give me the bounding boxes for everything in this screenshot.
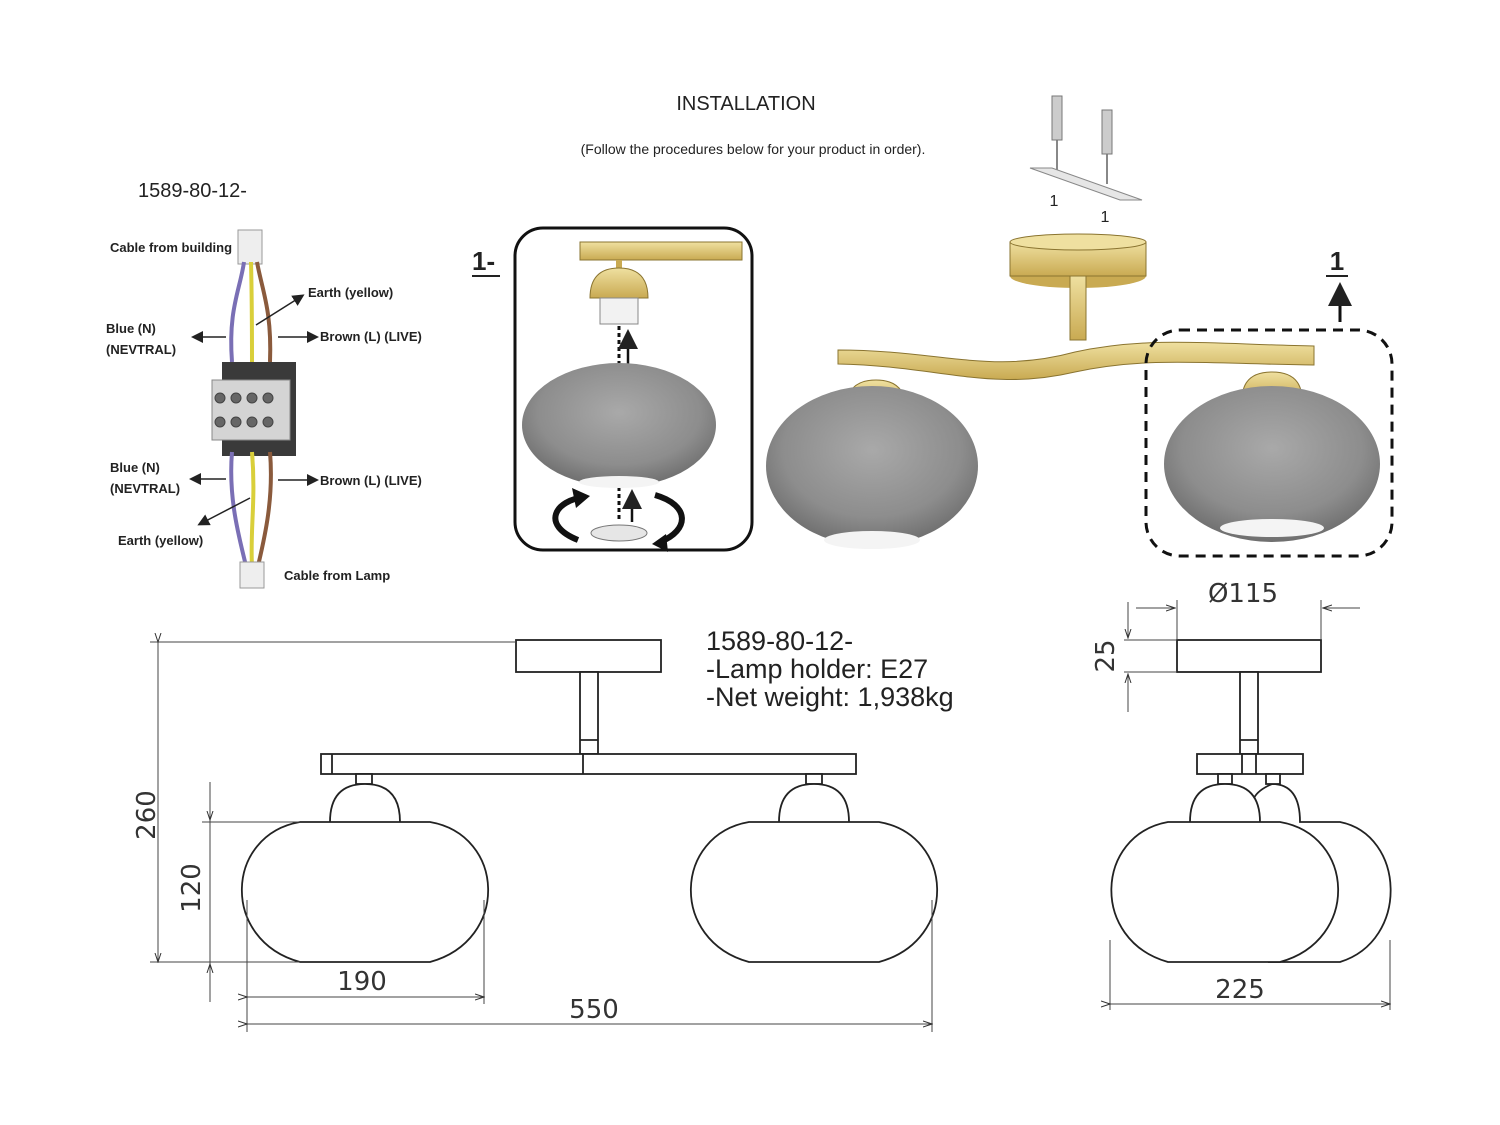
front-canopy [515, 639, 662, 673]
dim-canopy-height: 25 [1091, 639, 1121, 672]
wiring-diagram: 1589-80-12- Cable from building Earth (y… [106, 180, 422, 589]
page-title: INSTALLATION [676, 93, 815, 115]
step-detail-frame [513, 226, 754, 552]
front-stem [579, 671, 599, 755]
dim-depth: 225 [1215, 975, 1265, 1005]
detail-arm [579, 241, 743, 261]
side-arm [1196, 753, 1304, 775]
dim-height-shade: 120 [177, 863, 207, 913]
side-shade-front [1110, 821, 1339, 963]
screw-mark-2: 1 [1101, 209, 1110, 226]
step-highlight-frame [1144, 328, 1394, 558]
specs-block: 1589-80-12- -Lamp holder: E27 -Net weigh… [706, 626, 954, 712]
wire-brown-top [255, 261, 273, 363]
side-stem [1239, 671, 1259, 755]
rotate-arrow-right [654, 492, 685, 545]
side-view-drawing [1110, 639, 1392, 963]
front-view-dimensions [150, 642, 932, 1032]
label-blue-top-2: (NEVTRAL) [106, 342, 176, 357]
front-arm [320, 753, 857, 775]
mounting-bracket [1029, 167, 1143, 201]
spec-net-weight: -Net weight: 1,938kg [706, 682, 954, 712]
spec-lamp-holder: -Lamp holder: E27 [706, 654, 928, 684]
wire-brown-bottom [256, 451, 273, 567]
label-blue-bottom-2: (NEVTRAL) [110, 481, 180, 496]
step-label-right: 1 [1330, 246, 1344, 276]
shade-3d-right [1164, 386, 1380, 542]
side-socket-front [1189, 783, 1261, 823]
dim-height-total: 260 [132, 790, 162, 840]
label-cable-from-building: Cable from building [110, 240, 232, 255]
dim-canopy-diameter: Ø115 [1208, 579, 1278, 609]
label-brown-top: Brown (L) (LIVE) [320, 329, 422, 344]
label-earth-top: Earth (yellow) [308, 285, 393, 300]
label-blue-top-1: Blue (N) [106, 321, 156, 336]
arrow-earth-bottom [197, 497, 251, 526]
dim-width-total: 550 [569, 995, 619, 1025]
spec-model: 1589-80-12- [706, 626, 853, 656]
label-blue-bottom-1: Blue (N) [110, 460, 160, 475]
lamp-cable-sheath [239, 561, 265, 589]
building-cable-sheath [237, 229, 263, 265]
label-brown-bottom: Brown (L) (LIVE) [320, 473, 422, 488]
front-socket-right [778, 783, 850, 823]
front-shade-right [690, 821, 938, 963]
front-view-drawing [241, 639, 938, 963]
stem-3d [1069, 275, 1087, 341]
label-earth-bottom: Earth (yellow) [118, 533, 203, 548]
label-cable-from-lamp: Cable from Lamp [284, 568, 390, 583]
detail-ring-nut [590, 524, 648, 542]
shade-3d-left [766, 386, 978, 546]
front-shade-left [241, 821, 489, 963]
side-view-dimensions [1110, 600, 1390, 1010]
wire-yellow-top [249, 261, 254, 369]
detail-glass-shade [522, 363, 716, 487]
detail-socket-cap [589, 267, 649, 299]
front-socket-left [329, 783, 401, 823]
wiring-model-number: 1589-80-12- [138, 180, 247, 202]
wire-blue-bottom [229, 451, 248, 567]
page-subtitle: (Follow the procedures below for your pr… [581, 141, 926, 157]
arm-3d [837, 341, 1315, 380]
side-canopy [1176, 639, 1322, 673]
dim-width-shade: 190 [337, 967, 387, 997]
wire-yellow-bottom [249, 451, 256, 567]
arrow-earth-top [255, 294, 305, 326]
terminal-block [211, 379, 291, 441]
step-label-left: 1- [472, 246, 495, 276]
wire-blue-top [229, 261, 246, 363]
step-detail: 1- [472, 226, 754, 552]
lamp-3d-view: 1 1 1 [766, 95, 1394, 558]
detail-socket [599, 297, 639, 325]
screw-mark-1: 1 [1050, 193, 1059, 210]
